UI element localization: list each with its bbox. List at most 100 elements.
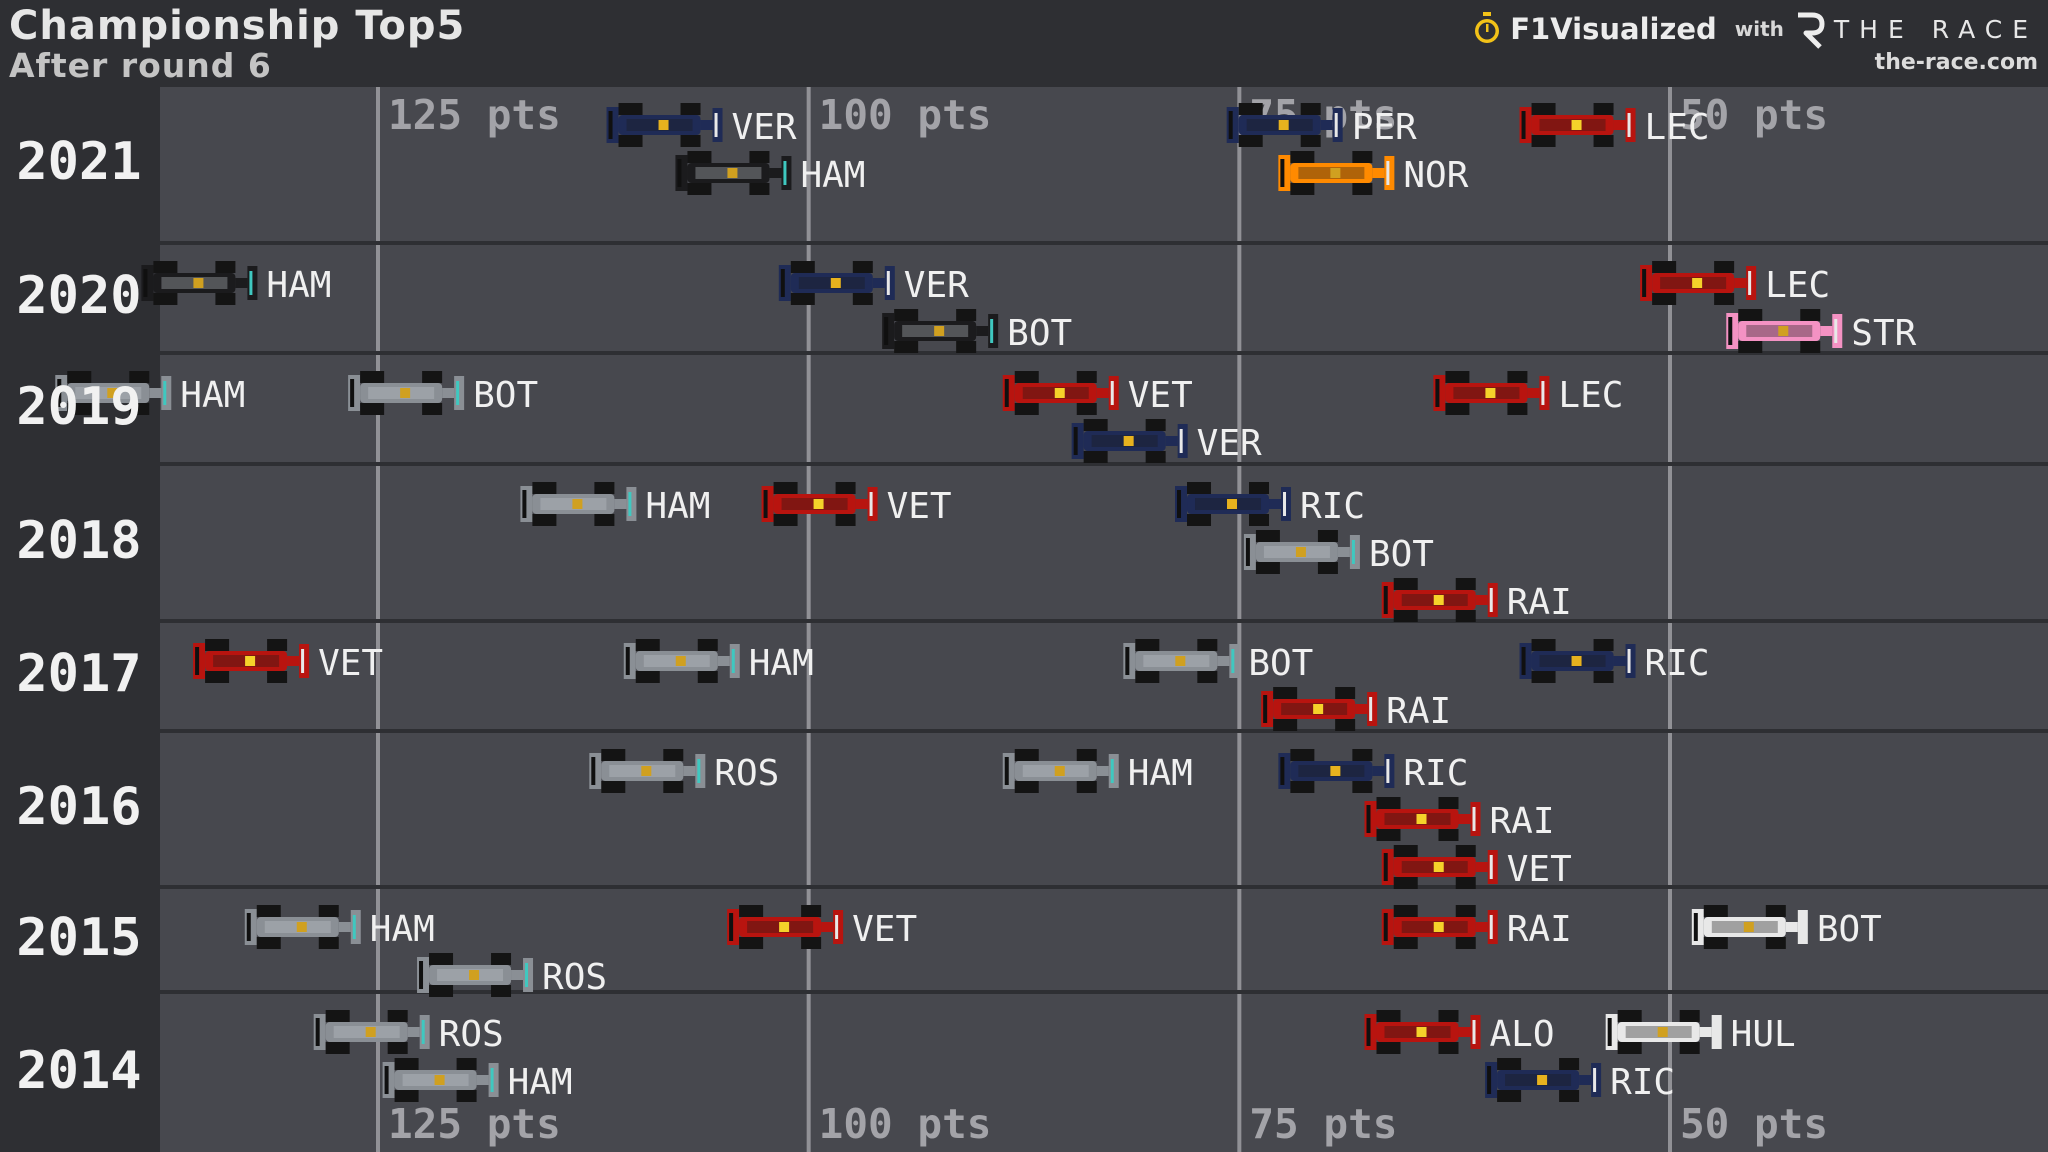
year-label: 2019 (16, 376, 142, 437)
chart-subtitle: After round 6 (9, 46, 272, 85)
driver-label: STR (1851, 313, 1916, 354)
driver-marker: RAI (1381, 905, 1572, 950)
driver-marker: VET (1381, 845, 1572, 890)
driver-marker: ROS (417, 953, 607, 998)
driver-marker: VET (193, 639, 383, 684)
driver-marker: RIC (1278, 749, 1468, 794)
brand-block: F1Visualized with THE RACE (1472, 6, 2038, 52)
driver-marker: RIC (1175, 482, 1365, 527)
row-separator (160, 729, 2048, 733)
driver-label: VET (1507, 849, 1572, 890)
driver-label: RAI (1507, 582, 1572, 623)
driver-label: LEC (1558, 375, 1623, 416)
chart-title: Championship Top5 (9, 3, 466, 49)
year-label: 2021 (16, 132, 142, 192)
driver-label: HAM (800, 155, 865, 196)
driver-label: ROS (439, 1014, 504, 1055)
driver-label: LEC (1645, 107, 1710, 148)
row-separator (160, 462, 2048, 466)
partner-url: the-race.com (1874, 50, 2038, 75)
year-label: 2014 (16, 1041, 142, 1101)
year-label: 2017 (16, 644, 142, 704)
driver-label: HUL (1731, 1014, 1796, 1055)
driver-marker: LEC (1640, 261, 1830, 306)
the-race-logo-icon (1797, 12, 1825, 49)
year-label: 2015 (16, 907, 142, 968)
driver-marker: PER (1226, 103, 1417, 148)
tick-label-bottom: 50 pts (1680, 1100, 1828, 1148)
driver-marker: HAM (520, 482, 710, 527)
driver-marker: RAI (1261, 687, 1451, 732)
driver-label: BOT (1369, 534, 1434, 575)
partner-name: THE RACE (1833, 14, 2038, 44)
driver-marker: BOT (1123, 639, 1313, 684)
driver-label: RAI (1386, 691, 1451, 732)
year-label: 2020 (16, 266, 142, 326)
driver-marker: HAM (244, 905, 435, 950)
driver-marker: ALO (1364, 1010, 1555, 1055)
driver-label: NOR (1403, 155, 1468, 196)
driver-marker: BOT (1691, 905, 1882, 950)
driver-marker: ROS (313, 1010, 504, 1055)
driver-marker: HAM (675, 151, 865, 196)
driver-marker: HUL (1605, 1010, 1796, 1055)
driver-marker: BOT (882, 309, 1072, 354)
driver-label: HAM (266, 265, 331, 306)
driver-marker: VET (761, 482, 952, 527)
driver-label: RIC (1300, 486, 1365, 527)
year-label: 2016 (16, 777, 142, 837)
driver-marker: RAI (1364, 797, 1555, 842)
brand-with: with (1734, 17, 1784, 41)
driver-marker: VER (778, 261, 969, 306)
stopwatch-icon (1475, 12, 1500, 43)
brand-name: F1Visualized (1510, 12, 1717, 46)
driver-label: VET (318, 643, 383, 684)
driver-marker: HAM (55, 371, 245, 416)
driver-label: ROS (714, 753, 779, 794)
year-label: 2018 (16, 510, 142, 571)
driver-label: HAM (508, 1062, 573, 1103)
driver-marker: HAM (1002, 749, 1193, 794)
tick-label-top: 100 pts (819, 91, 992, 139)
driver-marker: VET (727, 905, 917, 950)
tick-label-bottom: 125 pts (388, 1100, 561, 1148)
driver-label: PER (1352, 107, 1417, 148)
driver-marker: HAM (382, 1058, 573, 1103)
driver-label: RAI (1490, 801, 1555, 842)
driver-marker: RIC (1519, 639, 1710, 684)
driver-marker: ROS (589, 749, 779, 794)
driver-label: VET (1128, 375, 1193, 416)
driver-marker: BOT (1243, 530, 1434, 575)
tick-label-bottom: 100 pts (819, 1100, 992, 1148)
driver-marker: RIC (1485, 1058, 1675, 1103)
driver-label: BOT (1248, 643, 1313, 684)
row-separator (160, 241, 2048, 245)
driver-label: HAM (1128, 753, 1193, 794)
driver-marker: LEC (1519, 103, 1710, 148)
driver-label: HAM (749, 643, 814, 684)
driver-label: BOT (1817, 909, 1882, 950)
driver-label: HAM (370, 909, 435, 950)
row-separator (160, 351, 2048, 355)
driver-marker: HAM (141, 261, 331, 306)
tick-label-top: 125 pts (388, 91, 561, 139)
driver-label: VET (852, 909, 917, 950)
row-separator (160, 619, 2048, 623)
driver-label: RIC (1645, 643, 1710, 684)
driver-marker: HAM (623, 639, 814, 684)
driver-label: RAI (1507, 909, 1572, 950)
driver-marker: VER (1071, 419, 1262, 464)
driver-label: RIC (1403, 753, 1468, 794)
driver-label: VER (904, 265, 969, 306)
driver-marker: LEC (1433, 371, 1623, 416)
driver-marker: RAI (1381, 578, 1572, 623)
tick-label-bottom: 75 pts (1249, 1100, 1397, 1148)
driver-label: HAM (645, 486, 710, 527)
driver-marker: VER (606, 103, 797, 148)
tick-label-top: 50 pts (1680, 91, 1828, 139)
driver-label: LEC (1765, 265, 1830, 306)
driver-label: RIC (1610, 1062, 1675, 1103)
driver-label: ALO (1490, 1014, 1555, 1055)
